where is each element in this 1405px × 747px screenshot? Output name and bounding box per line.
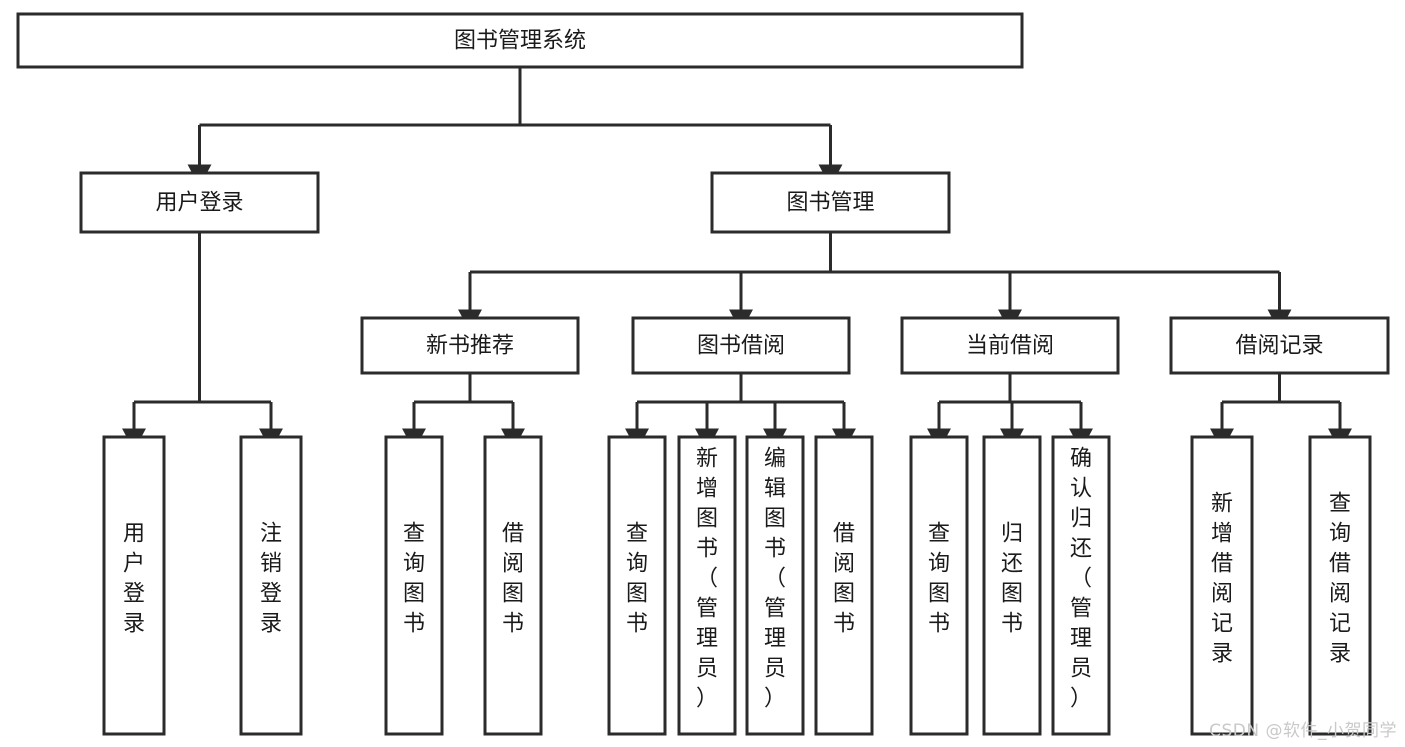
node-box <box>814 435 874 736</box>
node-leaf-query-1[interactable]: 查询图书 <box>384 435 444 736</box>
node-label: 借阅图书 <box>502 522 524 637</box>
connector-layer <box>122 67 1352 451</box>
node-leaf-user-login[interactable]: 用户登录 <box>102 435 166 736</box>
node-box <box>102 435 166 736</box>
node-leaf-query-3[interactable]: 查询图书 <box>909 435 969 736</box>
node-box <box>1051 435 1111 736</box>
node-box <box>239 435 303 736</box>
node-borrow-record[interactable]: 借阅记录 <box>1169 316 1390 375</box>
node-label: 查询图书 <box>626 522 648 637</box>
node-label: 归还图书 <box>1001 522 1023 637</box>
node-label: 注销登录 <box>260 522 282 637</box>
node-label: 当前借阅 <box>966 334 1054 359</box>
node-box <box>982 435 1042 736</box>
node-leaf-borrow-1[interactable]: 借阅图书 <box>483 435 543 736</box>
node-box <box>631 316 851 375</box>
node-book-borrow[interactable]: 图书借阅 <box>631 316 851 375</box>
node-leaf-add-book[interactable]: 新增图书（管理员） <box>677 435 737 736</box>
node-label: 查询借阅记录 <box>1329 492 1351 667</box>
node-user-login[interactable]: 用户登录 <box>79 171 320 234</box>
node-box <box>16 12 1024 69</box>
node-leaf-edit-book[interactable]: 编辑图书（管理员） <box>745 435 805 736</box>
node-box <box>1190 435 1254 736</box>
node-label: 用户登录 <box>123 522 145 637</box>
node-root[interactable]: 图书管理系统 <box>16 12 1024 69</box>
node-leaf-query-rec[interactable]: 查询借阅记录 <box>1308 435 1372 736</box>
node-layer: 图书管理系统用户登录图书管理新书推荐图书借阅当前借阅借阅记录用户登录注销登录查询… <box>16 12 1390 736</box>
node-label: 用户登录 <box>155 191 243 216</box>
node-leaf-borrow-2[interactable]: 借阅图书 <box>814 435 874 736</box>
node-label: 借阅记录 <box>1235 334 1323 359</box>
node-label: 图书管理系统 <box>454 29 586 54</box>
node-leaf-query-2[interactable]: 查询图书 <box>607 435 667 736</box>
node-box <box>607 435 667 736</box>
node-label: 编辑图书（管理员） <box>764 447 786 712</box>
node-label: 图书管理 <box>786 191 874 216</box>
node-label: 查询图书 <box>403 522 425 637</box>
node-label: 新增图书（管理员） <box>696 447 718 712</box>
node-book-manage[interactable]: 图书管理 <box>710 171 951 234</box>
node-leaf-add-rec[interactable]: 新增借阅记录 <box>1190 435 1254 736</box>
node-label: 图书借阅 <box>697 334 785 359</box>
node-box <box>909 435 969 736</box>
node-label: 查询图书 <box>928 522 950 637</box>
node-box <box>710 171 951 234</box>
node-box <box>1169 316 1390 375</box>
node-leaf-confirm[interactable]: 确认归还（管理员） <box>1051 435 1111 736</box>
node-label: 新书推荐 <box>426 334 514 359</box>
node-label: 新增借阅记录 <box>1211 492 1233 667</box>
node-current-borrow[interactable]: 当前借阅 <box>900 316 1120 375</box>
node-leaf-return[interactable]: 归还图书 <box>982 435 1042 736</box>
node-box <box>1308 435 1372 736</box>
node-box <box>384 435 444 736</box>
node-box <box>79 171 320 234</box>
node-label: 确认归还（管理员） <box>1070 447 1092 712</box>
node-box <box>745 435 805 736</box>
node-leaf-logout[interactable]: 注销登录 <box>239 435 303 736</box>
node-label: 借阅图书 <box>833 522 855 637</box>
node-box <box>360 316 580 375</box>
node-box <box>677 435 737 736</box>
node-box <box>900 316 1120 375</box>
node-box <box>483 435 543 736</box>
node-new-book-rec[interactable]: 新书推荐 <box>360 316 580 375</box>
